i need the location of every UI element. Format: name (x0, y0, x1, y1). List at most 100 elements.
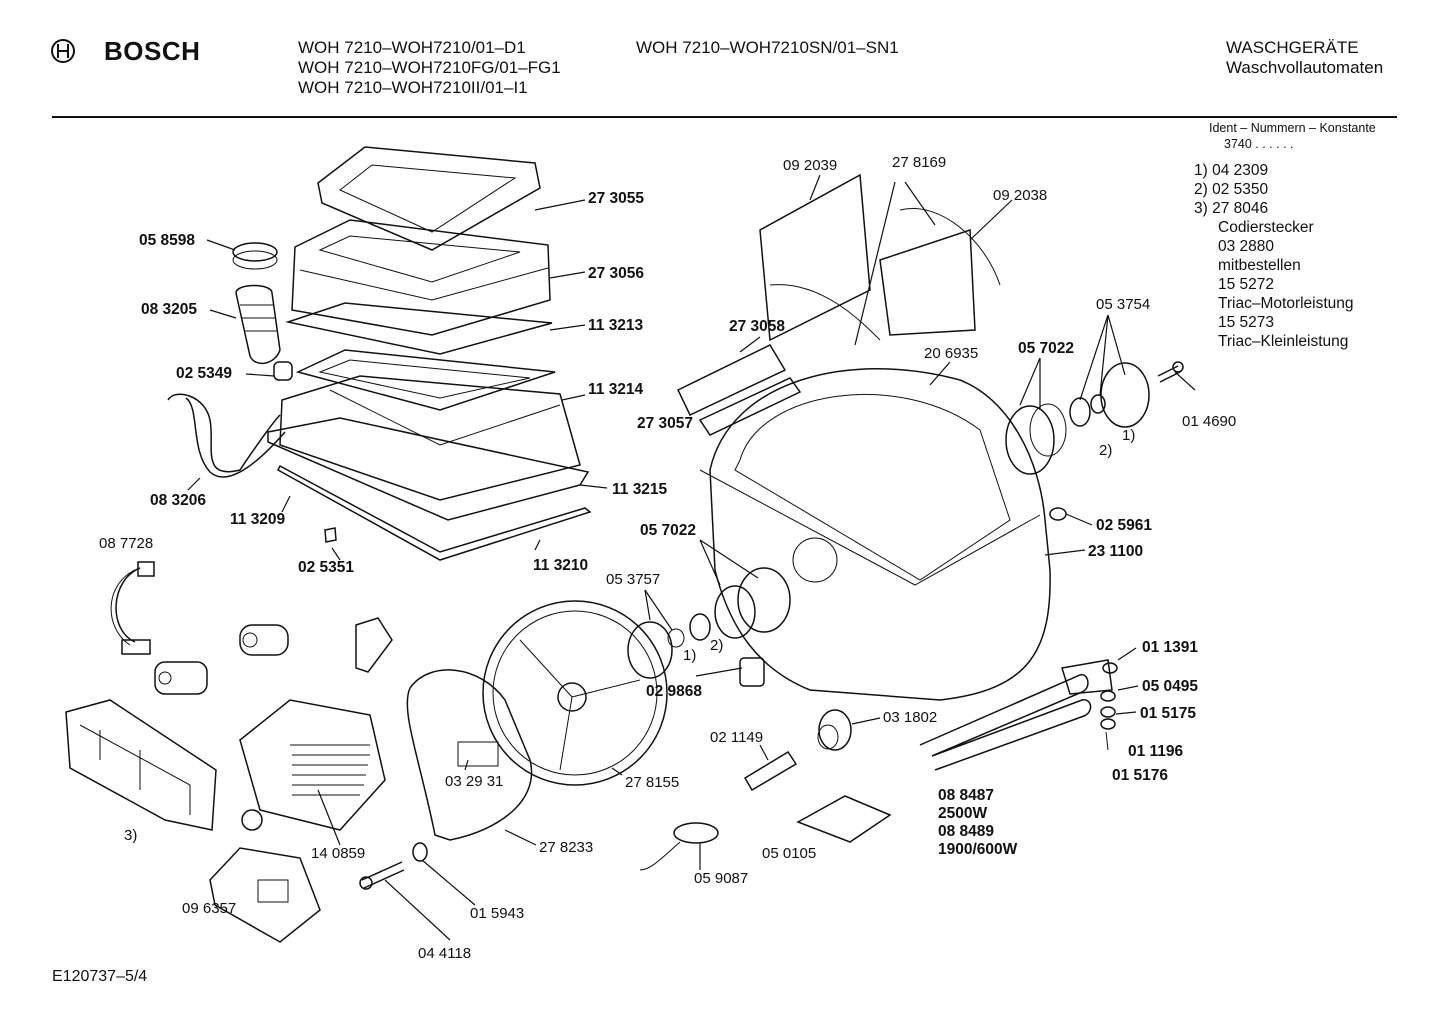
stud-part (1049, 507, 1067, 521)
drive-belt-part (406, 669, 533, 841)
part-label: 01 5176 (1112, 767, 1168, 784)
part-label: 01 5175 (1140, 705, 1196, 722)
note-line: 15 5273 (1218, 314, 1275, 331)
model-list-2: WOH 7210–WOH7210SN/01–SN1 (636, 38, 899, 58)
drum-part (699, 368, 1051, 701)
part-label: 08 8487 (938, 787, 994, 804)
part-label: 27 8155 (625, 774, 679, 791)
part-label: 05 8598 (139, 232, 195, 249)
note-line: Triac–Kleinleistung (1218, 333, 1349, 350)
part-label: 27 3057 (637, 415, 693, 432)
drawing-id: E120737–5/4 (52, 968, 148, 985)
part-label: 2) (710, 637, 723, 654)
note-line: 1) 04 2309 (1194, 162, 1269, 179)
part-label: 05 3754 (1096, 296, 1150, 313)
dispenser-housing-part (279, 375, 581, 501)
part-label: 08 3205 (141, 301, 197, 318)
note-line: Codierstecker (1218, 219, 1314, 236)
bracket-part (355, 617, 393, 673)
part-label: 08 3206 (150, 492, 206, 509)
seal-plate-part (739, 657, 765, 687)
suppressor-part (154, 661, 208, 695)
part-label: 09 2039 (783, 157, 837, 174)
part-label: 08 8489 (938, 823, 994, 840)
model-line: WOH 7210–WOH7210SN/01–SN1 (636, 38, 899, 57)
brush-holder-part (209, 847, 321, 943)
part-label: 20 6935 (924, 345, 978, 362)
part-labels: 27 3055 05 8598 27 3056 08 3205 11 3213 … (99, 154, 1236, 962)
dispenser-grid-part (295, 349, 556, 411)
header-rule (52, 116, 1397, 118)
part-label: 08 7728 (99, 535, 153, 552)
note-line: mitbestellen (1218, 257, 1301, 274)
pressure-sensor-part (817, 709, 852, 751)
part-label: 05 9087 (694, 870, 748, 887)
drawer-frame-part (291, 219, 551, 336)
part-label: 05 3757 (606, 571, 660, 588)
category-line: Waschvollautomaten (1226, 58, 1384, 77)
detergent-tray-part (317, 146, 541, 251)
note-line: 2) 02 5350 (1194, 181, 1269, 198)
part-label: 01 1391 (1142, 639, 1198, 656)
heater-element-part (919, 659, 1113, 771)
part-label: 11 3209 (230, 511, 286, 528)
part-label: 1900/600W (938, 841, 1018, 858)
part-label: 05 0495 (1142, 678, 1198, 695)
bolt-part (1157, 361, 1184, 383)
pulley-part (482, 600, 668, 786)
motor-part (239, 699, 386, 831)
drain-hose-part (167, 393, 286, 478)
part-label: 11 3210 (533, 557, 588, 574)
category: WASCHGERÄTE Waschvollautomaten (1226, 38, 1383, 78)
part-label: 3) (124, 827, 137, 844)
part-label: 14 0859 (311, 845, 365, 862)
part-label: 05 7022 (640, 522, 696, 539)
part-label: 05 0105 (762, 845, 816, 862)
notes-list: 1) 04 2309 2) 02 5350 3) 27 8046 Codiers… (1194, 161, 1354, 351)
model-list-1: WOH 7210–WOH7210/01–D1 WOH 7210–WOH7210F… (298, 38, 561, 98)
part-label: 27 8169 (892, 154, 946, 171)
drum-paddle-part (759, 173, 1001, 342)
mounting-rail-part (277, 464, 592, 561)
note-line: Triac–Motorleistung (1218, 295, 1354, 312)
part-label: 11 3214 (588, 381, 644, 398)
part-label: 09 2038 (993, 187, 1047, 204)
part-label: 02 1149 (710, 729, 763, 746)
part-label: 27 8233 (539, 839, 593, 856)
control-module-part (65, 699, 217, 831)
model-line: WOH 7210–WOH7210II/01–I1 (298, 78, 528, 97)
note-line: 03 2880 (1218, 238, 1275, 255)
category-line: WASCHGERÄTE (1226, 38, 1359, 57)
part-label: 23 1100 (1088, 543, 1143, 560)
hose-sleeve-part (273, 361, 293, 381)
filter-plate-part (796, 795, 892, 843)
nut-washer-stack-part (1100, 662, 1118, 751)
ident-title: Ident – Nummern – Konstante (1209, 121, 1376, 135)
wiring-harness-part (110, 561, 155, 655)
part-label: 01 5943 (470, 905, 524, 922)
thermostat-part (639, 822, 719, 871)
ntc-sensor-part (743, 750, 798, 792)
part-label: 11 3215 (612, 481, 668, 498)
washer-part (412, 842, 428, 862)
part-label: 1) (683, 647, 696, 664)
part-label: 1) (1122, 427, 1135, 444)
bosch-logo (50, 38, 76, 64)
model-line: WOH 7210–WOH7210/01–D1 (298, 38, 526, 57)
brand-name: BOSCH (104, 36, 201, 66)
note-line: 3) 27 8046 (1194, 200, 1269, 217)
model-line: WOH 7210–WOH7210FG/01–FG1 (298, 58, 561, 77)
part-label: 02 5349 (176, 365, 232, 382)
part-label: 04 4118 (418, 945, 471, 962)
bearing-flange-rear-part (1005, 362, 1150, 475)
hose-clamp-part (232, 242, 278, 270)
note-line: 15 5272 (1218, 276, 1275, 293)
part-label: 01 1196 (1128, 743, 1184, 760)
part-label: 03 1802 (883, 709, 937, 726)
part-label: 09 6357 (182, 900, 236, 917)
ident-value: 3740 . . . . . . (1224, 137, 1294, 151)
screw-part (359, 861, 405, 890)
part-label: 27 3055 (588, 190, 644, 207)
part-label: 02 9868 (646, 683, 702, 700)
